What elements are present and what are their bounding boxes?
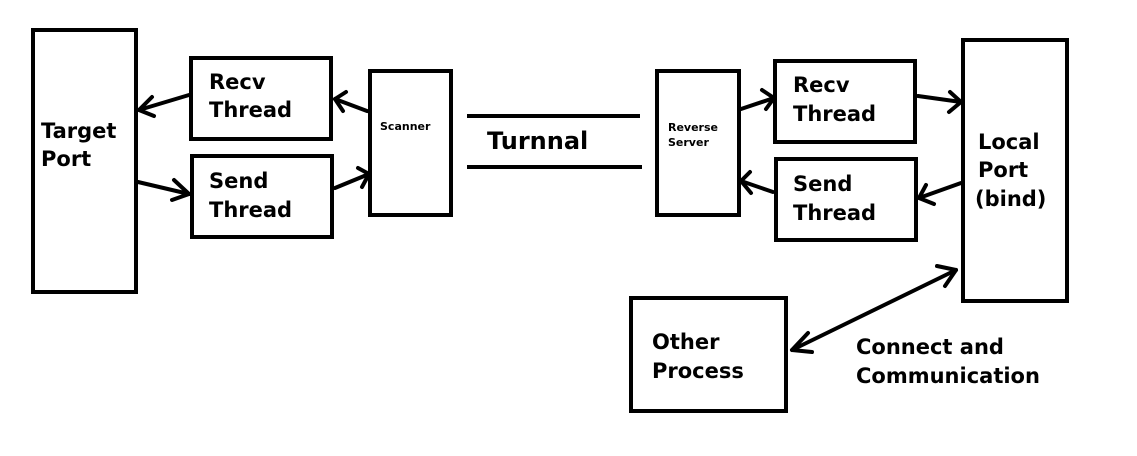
arrowhead-send-to-scanner bbox=[356, 166, 371, 189]
target-port-label-line2: Port bbox=[41, 147, 91, 171]
arrowhead-recv-to-local bbox=[947, 90, 963, 114]
recv-thread-left-box bbox=[189, 56, 333, 141]
recv-thread-right-label-line1: Recv bbox=[793, 73, 850, 97]
recv-thread-left-label-line1: Recv bbox=[209, 70, 266, 94]
arrow-recv-to-local bbox=[916, 94, 963, 104]
arrowhead-to-local bbox=[935, 264, 958, 288]
local-port-label-line2: Port bbox=[978, 158, 1028, 182]
arrow-send-to-scanner bbox=[333, 172, 371, 190]
arrowhead-scanner-to-recv bbox=[333, 90, 348, 113]
send-thread-right-box bbox=[774, 157, 918, 242]
send-thread-left-box bbox=[190, 154, 334, 239]
send-thread-left-label-line2: Thread bbox=[209, 198, 292, 222]
reverse-server-label-line2: Server bbox=[668, 136, 709, 149]
arrow-reverse-to-recv bbox=[739, 96, 776, 111]
reverse-server-box bbox=[655, 69, 741, 217]
arrow-send-to-reverse bbox=[739, 179, 775, 194]
other-process-label-line2: Process bbox=[652, 359, 744, 383]
arrow-local-to-send bbox=[917, 181, 963, 200]
arrowhead-recv-to-target bbox=[137, 95, 156, 118]
local-port-label-line1: Local bbox=[978, 130, 1040, 154]
tunnel-label: Turnnal bbox=[487, 127, 588, 155]
target-port-box bbox=[31, 28, 138, 294]
recv-thread-left-label-line2: Thread bbox=[209, 98, 292, 122]
other-process-label-line1: Other bbox=[652, 330, 720, 354]
arrowhead-to-other bbox=[790, 331, 814, 354]
arrowhead-reverse-to-recv bbox=[760, 88, 776, 111]
target-port-label-line1: Target bbox=[41, 119, 116, 143]
connect-label-line1: Connect and bbox=[856, 335, 1004, 359]
send-thread-right-label-line2: Thread bbox=[793, 201, 876, 225]
send-thread-right-label-line1: Send bbox=[793, 172, 852, 196]
reverse-server-label-line1: Reverse bbox=[668, 121, 718, 134]
arrow-local-other-bidirectional bbox=[790, 268, 958, 352]
arrow-scanner-to-recv bbox=[333, 97, 369, 113]
arrow-recv-to-target bbox=[137, 93, 191, 112]
scanner-label: Scanner bbox=[380, 120, 431, 133]
local-port-box bbox=[961, 38, 1069, 303]
arrow-target-to-send bbox=[136, 180, 191, 196]
scanner-box bbox=[368, 69, 453, 217]
recv-thread-right-box bbox=[773, 59, 917, 144]
local-port-label-line3: (bind) bbox=[975, 187, 1046, 211]
arrowhead-send-to-reverse bbox=[739, 170, 753, 195]
connect-label-line2: Communication bbox=[856, 364, 1040, 388]
arrowhead-local-to-send bbox=[917, 183, 936, 206]
send-thread-left-label-line1: Send bbox=[209, 169, 268, 193]
recv-thread-right-label-line2: Thread bbox=[793, 102, 876, 126]
other-process-box bbox=[629, 296, 788, 413]
arrowhead-target-to-send bbox=[170, 178, 191, 202]
